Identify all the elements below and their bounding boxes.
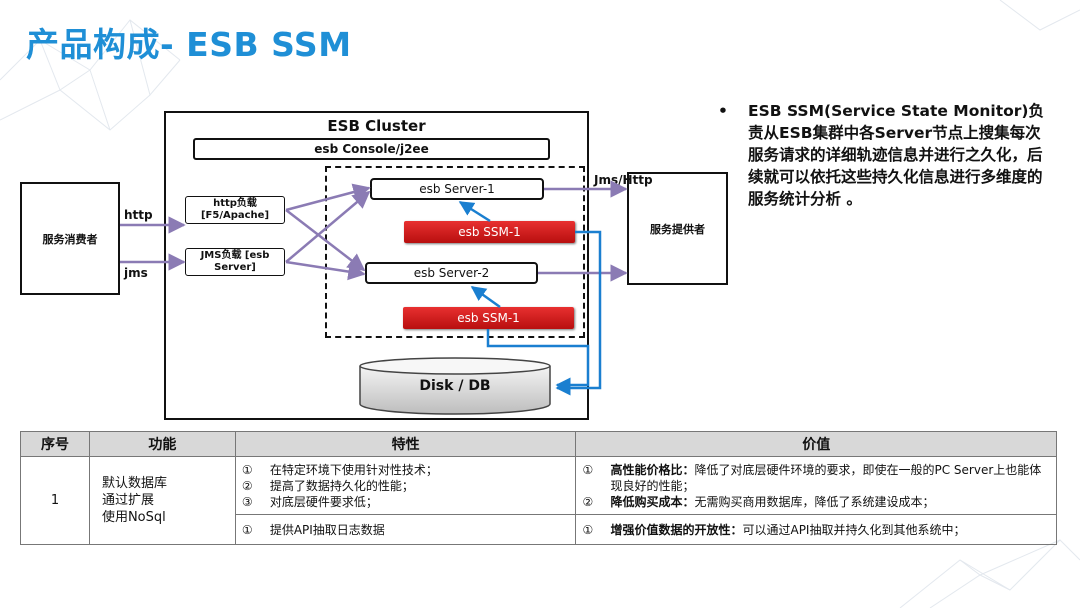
http-load-balancer-box: http负载 [F5/Apache] [185, 196, 285, 224]
consumer-box: 服务消费者 [20, 182, 120, 295]
arrow-jms-server2 [285, 260, 366, 281]
arrow-http-server1 [285, 183, 371, 212]
disk-db-cylinder [359, 357, 551, 415]
function-line: 默认数据库 [101, 476, 167, 491]
server1-box: esb Server-1 [370, 178, 544, 200]
http-load-balancer-label: http负载 [F5/Apache] [200, 198, 270, 221]
jms-edge-label: jms [124, 266, 148, 280]
arrow-http-server2 [285, 209, 366, 272]
disk-db-label: Disk / DB [419, 378, 491, 394]
header-features: 特性 [234, 431, 577, 457]
arrow-ssm1-disk [555, 230, 602, 396]
slide-title: 产品构成- ESB SSM [26, 25, 352, 64]
header-value: 价值 [575, 431, 1057, 457]
arrow-ssm1-server1 [458, 200, 491, 223]
function-line: 通过扩展 [101, 493, 154, 508]
ssm1-box: esb SSM-1 [404, 221, 575, 243]
server2-box: esb Server-2 [365, 262, 538, 284]
arrow-ssm2-server2 [470, 285, 501, 309]
provider-edge-label: Jms/Http [594, 173, 653, 187]
description-text: ESB SSM(Service State Monitor)负责从ESB集群中各… [748, 102, 1044, 208]
provider-box: 服务提供者 [627, 172, 728, 285]
http-edge-label: http [124, 208, 153, 222]
cluster-label: ESB Cluster [327, 117, 426, 135]
description-bullet: • ESB SSM(Service State Monitor)负责从ESB集群… [718, 100, 1054, 210]
jms-load-balancer-label: JMS负载 [esb Server] [200, 250, 270, 273]
arrow-ssm2-disk [486, 329, 590, 393]
table-header-row: 序号 功能 特性 价值 [20, 431, 1057, 457]
console-box: esb Console/j2ee [193, 138, 550, 160]
header-function: 功能 [88, 431, 236, 457]
ssm2-box: esb SSM-1 [403, 307, 574, 329]
server-group-dashed-box [325, 166, 585, 338]
arrow-jms-server1 [285, 190, 371, 263]
bullet-icon: • [718, 102, 728, 120]
cell-function: 默认数据库 通过扩展 使用NoSql [88, 456, 236, 545]
header-no: 序号 [20, 431, 90, 457]
jms-load-balancer-box: JMS负载 [esb Server] [185, 248, 285, 276]
cell-no: 1 [20, 456, 90, 545]
function-line: 使用NoSql [101, 510, 166, 525]
